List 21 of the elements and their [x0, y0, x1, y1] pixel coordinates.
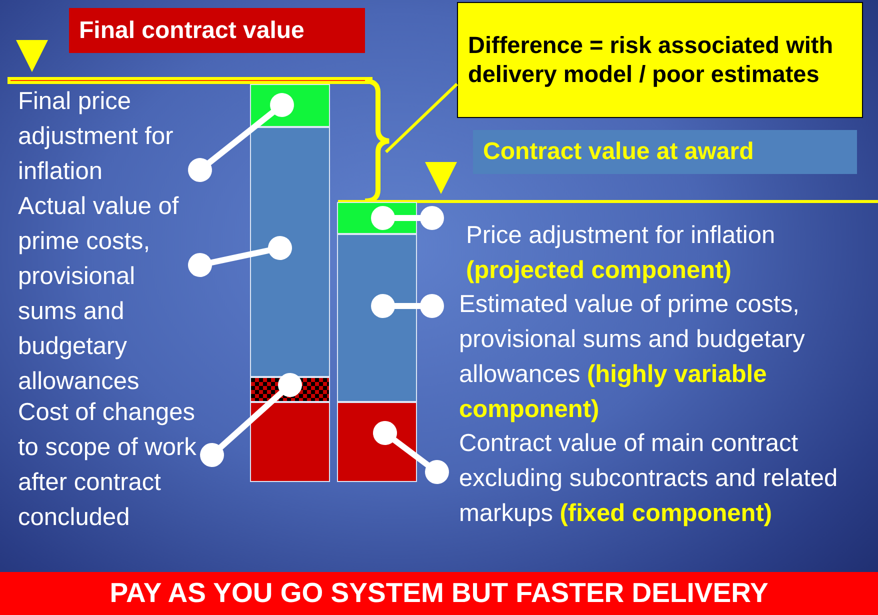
description-text: Actual value of prime costs, provisional sums and budgetary allowances: [18, 192, 180, 397]
bar-segment: [337, 234, 417, 402]
bar-segment: [250, 127, 330, 377]
banner: PAY AS YOU GO SYSTEM BUT FASTER DELIVERY: [0, 572, 878, 615]
dot-leader-line: [200, 373, 302, 467]
description-text: Price adjustment for inflation (projected component): [466, 221, 776, 286]
dot-leader-line: [188, 236, 292, 277]
description-text: Contract value of main contract excluding subcontracts and related markups (fixed component): [459, 429, 839, 529]
title-box: Final contract value: [69, 8, 365, 53]
description-text: Estimated value of prime costs, provisional sums and budgetary allowances (highly variable component): [459, 290, 806, 425]
leader-line: [384, 82, 458, 154]
dot-leader-line: [371, 294, 444, 318]
dot-leader-line: [373, 421, 449, 484]
dot-leader-line: [371, 206, 444, 230]
description-text: Final price adjustment for inflation: [18, 87, 174, 187]
description-text: Cost of changes to scope of work after contract concluded: [18, 398, 198, 533]
bar-segment: [250, 402, 330, 482]
callout-box: Difference = risk associated with delivery model / poor estimates: [457, 2, 863, 118]
bar-segment: [337, 402, 417, 482]
dot-leader-line: [188, 93, 294, 182]
title-box: Contract value at award: [473, 130, 857, 174]
